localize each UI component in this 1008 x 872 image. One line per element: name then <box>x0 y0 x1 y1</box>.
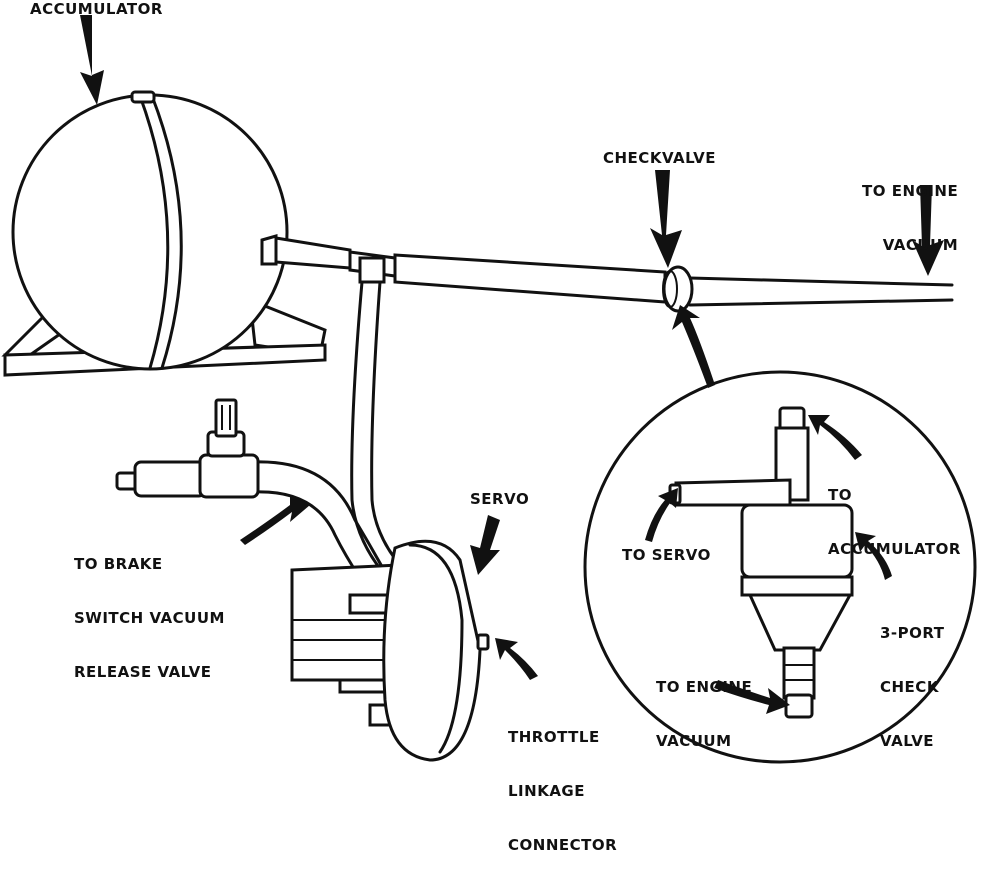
label-brake-switch: TO BRAKE SWITCH VACUUM RELEASE VALVE <box>74 519 225 699</box>
label-throttle: THROTTLE LINKAGE CONNECTOR <box>508 692 617 872</box>
label-line: VALVE <box>880 732 935 750</box>
label-inset-to-engine-vacuum: TO ENGINE VACUUM <box>656 642 752 768</box>
brake-release-valve <box>115 398 260 499</box>
label-line: CONNECTOR <box>508 836 618 854</box>
label-line: 3-PORT <box>880 624 945 642</box>
label-accumulator: ACCUMULATOR <box>30 0 163 18</box>
label-line: TO <box>828 486 852 504</box>
label-servo: SERVO <box>470 490 530 508</box>
label-inset-to-servo: TO SERVO <box>622 546 711 564</box>
pointer-arrows <box>80 15 944 714</box>
label-line: VACUUM <box>656 732 732 750</box>
servo-hose <box>350 280 402 577</box>
label-line: TO ENGINE <box>656 678 753 696</box>
label-to-engine-vacuum-top: TO ENGINE VACUUM <box>862 146 958 272</box>
accumulator-sphere <box>11 90 289 371</box>
label-line: TO ENGINE <box>862 182 959 200</box>
label-inset-check-valve: 3-PORT CHECK VALVE <box>880 588 945 768</box>
label-line: ACCUMULATOR <box>828 540 961 558</box>
label-line: THROTTLE <box>508 728 600 746</box>
inset-detail <box>583 370 977 764</box>
label-line: CHECK <box>880 678 939 696</box>
vacuum-system-diagram <box>1 15 977 764</box>
servo-unit <box>290 539 490 762</box>
label-inset-to-accumulator: TO ACCUMULATOR <box>828 450 961 576</box>
brake-valve-hose <box>253 460 387 580</box>
label-checkvalve: CHECKVALVE <box>603 149 716 167</box>
checkvalve-ring <box>662 265 694 313</box>
label-line: LINKAGE <box>508 782 585 800</box>
label-line: SWITCH VACUUM <box>74 609 225 627</box>
label-line: TO BRAKE <box>74 555 163 573</box>
label-line: VACUUM <box>882 236 959 254</box>
t-fitting <box>358 256 386 284</box>
label-line: RELEASE VALVE <box>74 663 212 681</box>
